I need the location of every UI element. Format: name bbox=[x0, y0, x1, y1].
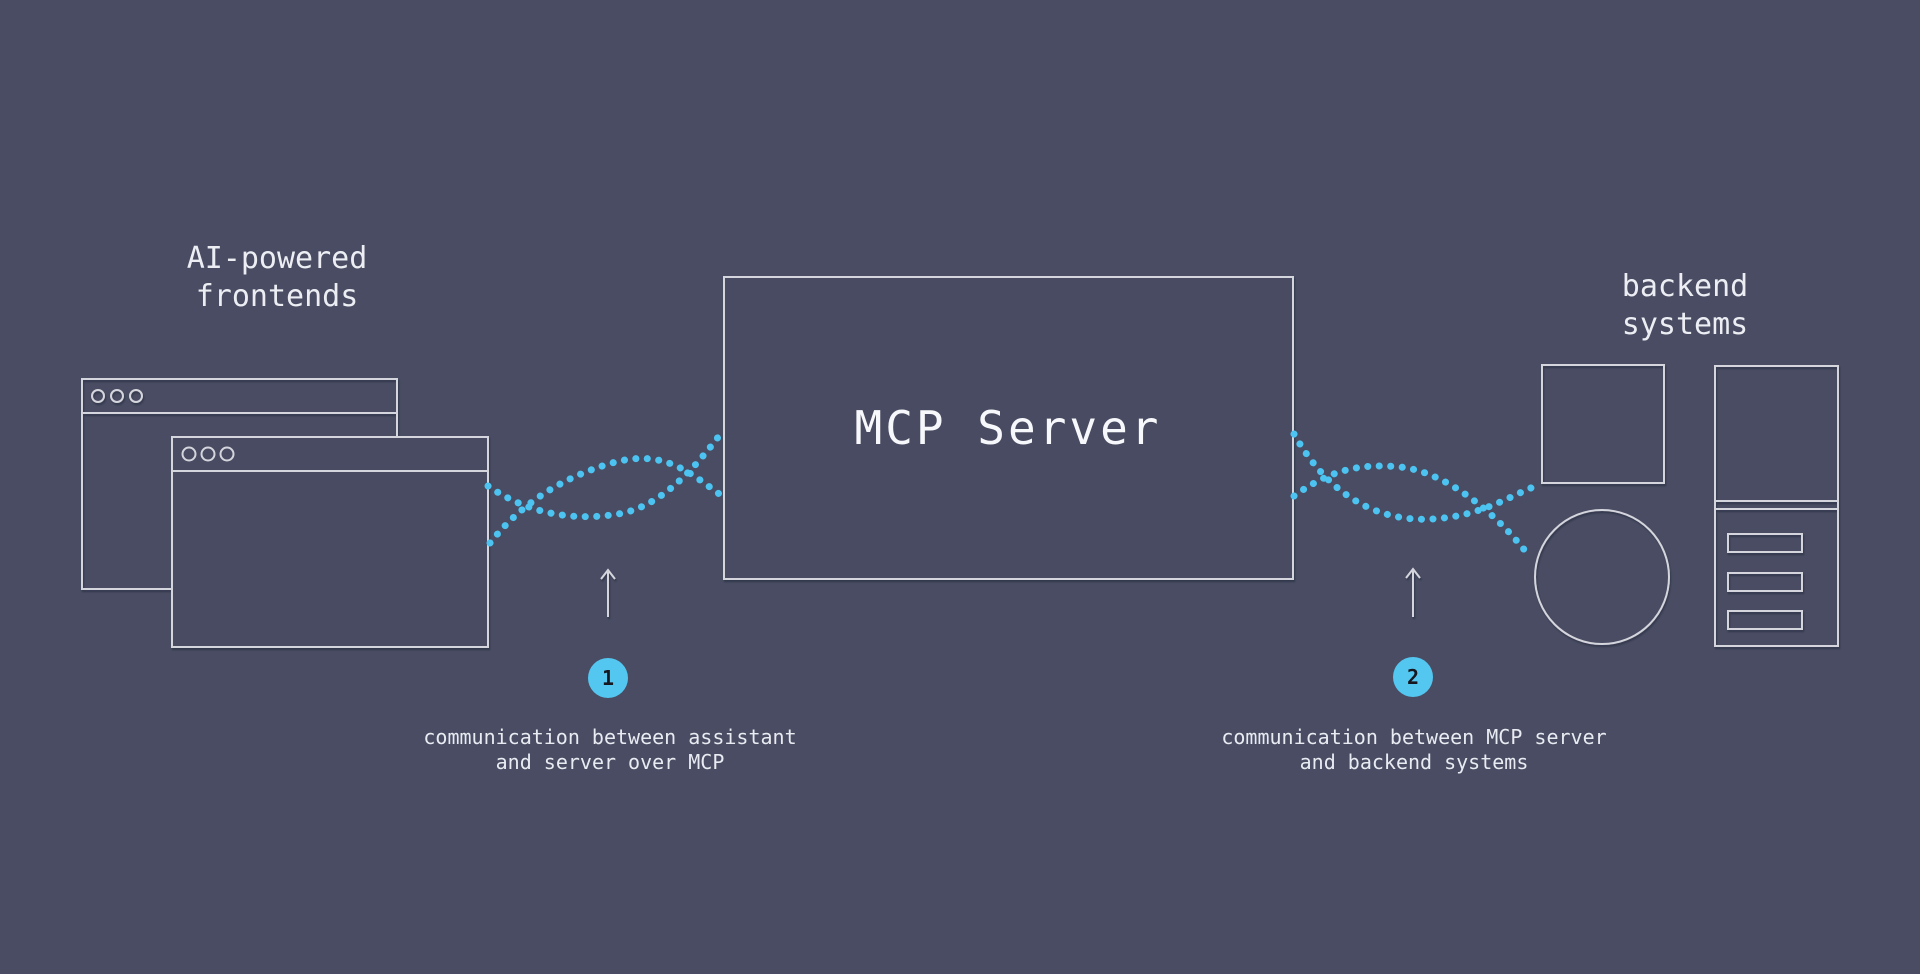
window-control-dot bbox=[91, 389, 105, 403]
step-2-number: 2 bbox=[1406, 665, 1420, 689]
drive-bay bbox=[1727, 572, 1803, 592]
window-control-dot bbox=[200, 446, 216, 462]
step-1-number: 1 bbox=[601, 666, 615, 690]
window-control-dot bbox=[181, 446, 197, 462]
drive-bay bbox=[1727, 533, 1803, 553]
window-control-dot bbox=[219, 446, 235, 462]
step-1-badge: 1 bbox=[588, 658, 628, 698]
window-control-dot bbox=[129, 389, 143, 403]
frontends-label: AI-powered frontends bbox=[186, 241, 368, 314]
step-2-badge: 2 bbox=[1393, 657, 1433, 697]
up-arrow-left-icon bbox=[600, 568, 616, 617]
step-1-caption: communication between assistant and serv… bbox=[423, 725, 797, 774]
backend-circle-icon bbox=[1534, 509, 1670, 645]
backend-label: backend systems bbox=[1621, 269, 1749, 342]
mcp-server-title: MCP Server bbox=[854, 401, 1162, 455]
window-control-dot bbox=[110, 389, 124, 403]
backend-server-rack-icon bbox=[1714, 365, 1839, 647]
connector-server-to-backend-icon bbox=[1290, 430, 1545, 561]
step-2-caption: communication between MCP server and bac… bbox=[1221, 725, 1607, 774]
backend-square-icon bbox=[1541, 364, 1665, 484]
connector-frontends-to-server-icon bbox=[484, 428, 726, 547]
browser-window-front-icon bbox=[171, 436, 489, 648]
mcp-server-box bbox=[723, 276, 1294, 580]
drive-bay bbox=[1727, 610, 1803, 630]
up-arrow-right-icon bbox=[1405, 567, 1421, 617]
